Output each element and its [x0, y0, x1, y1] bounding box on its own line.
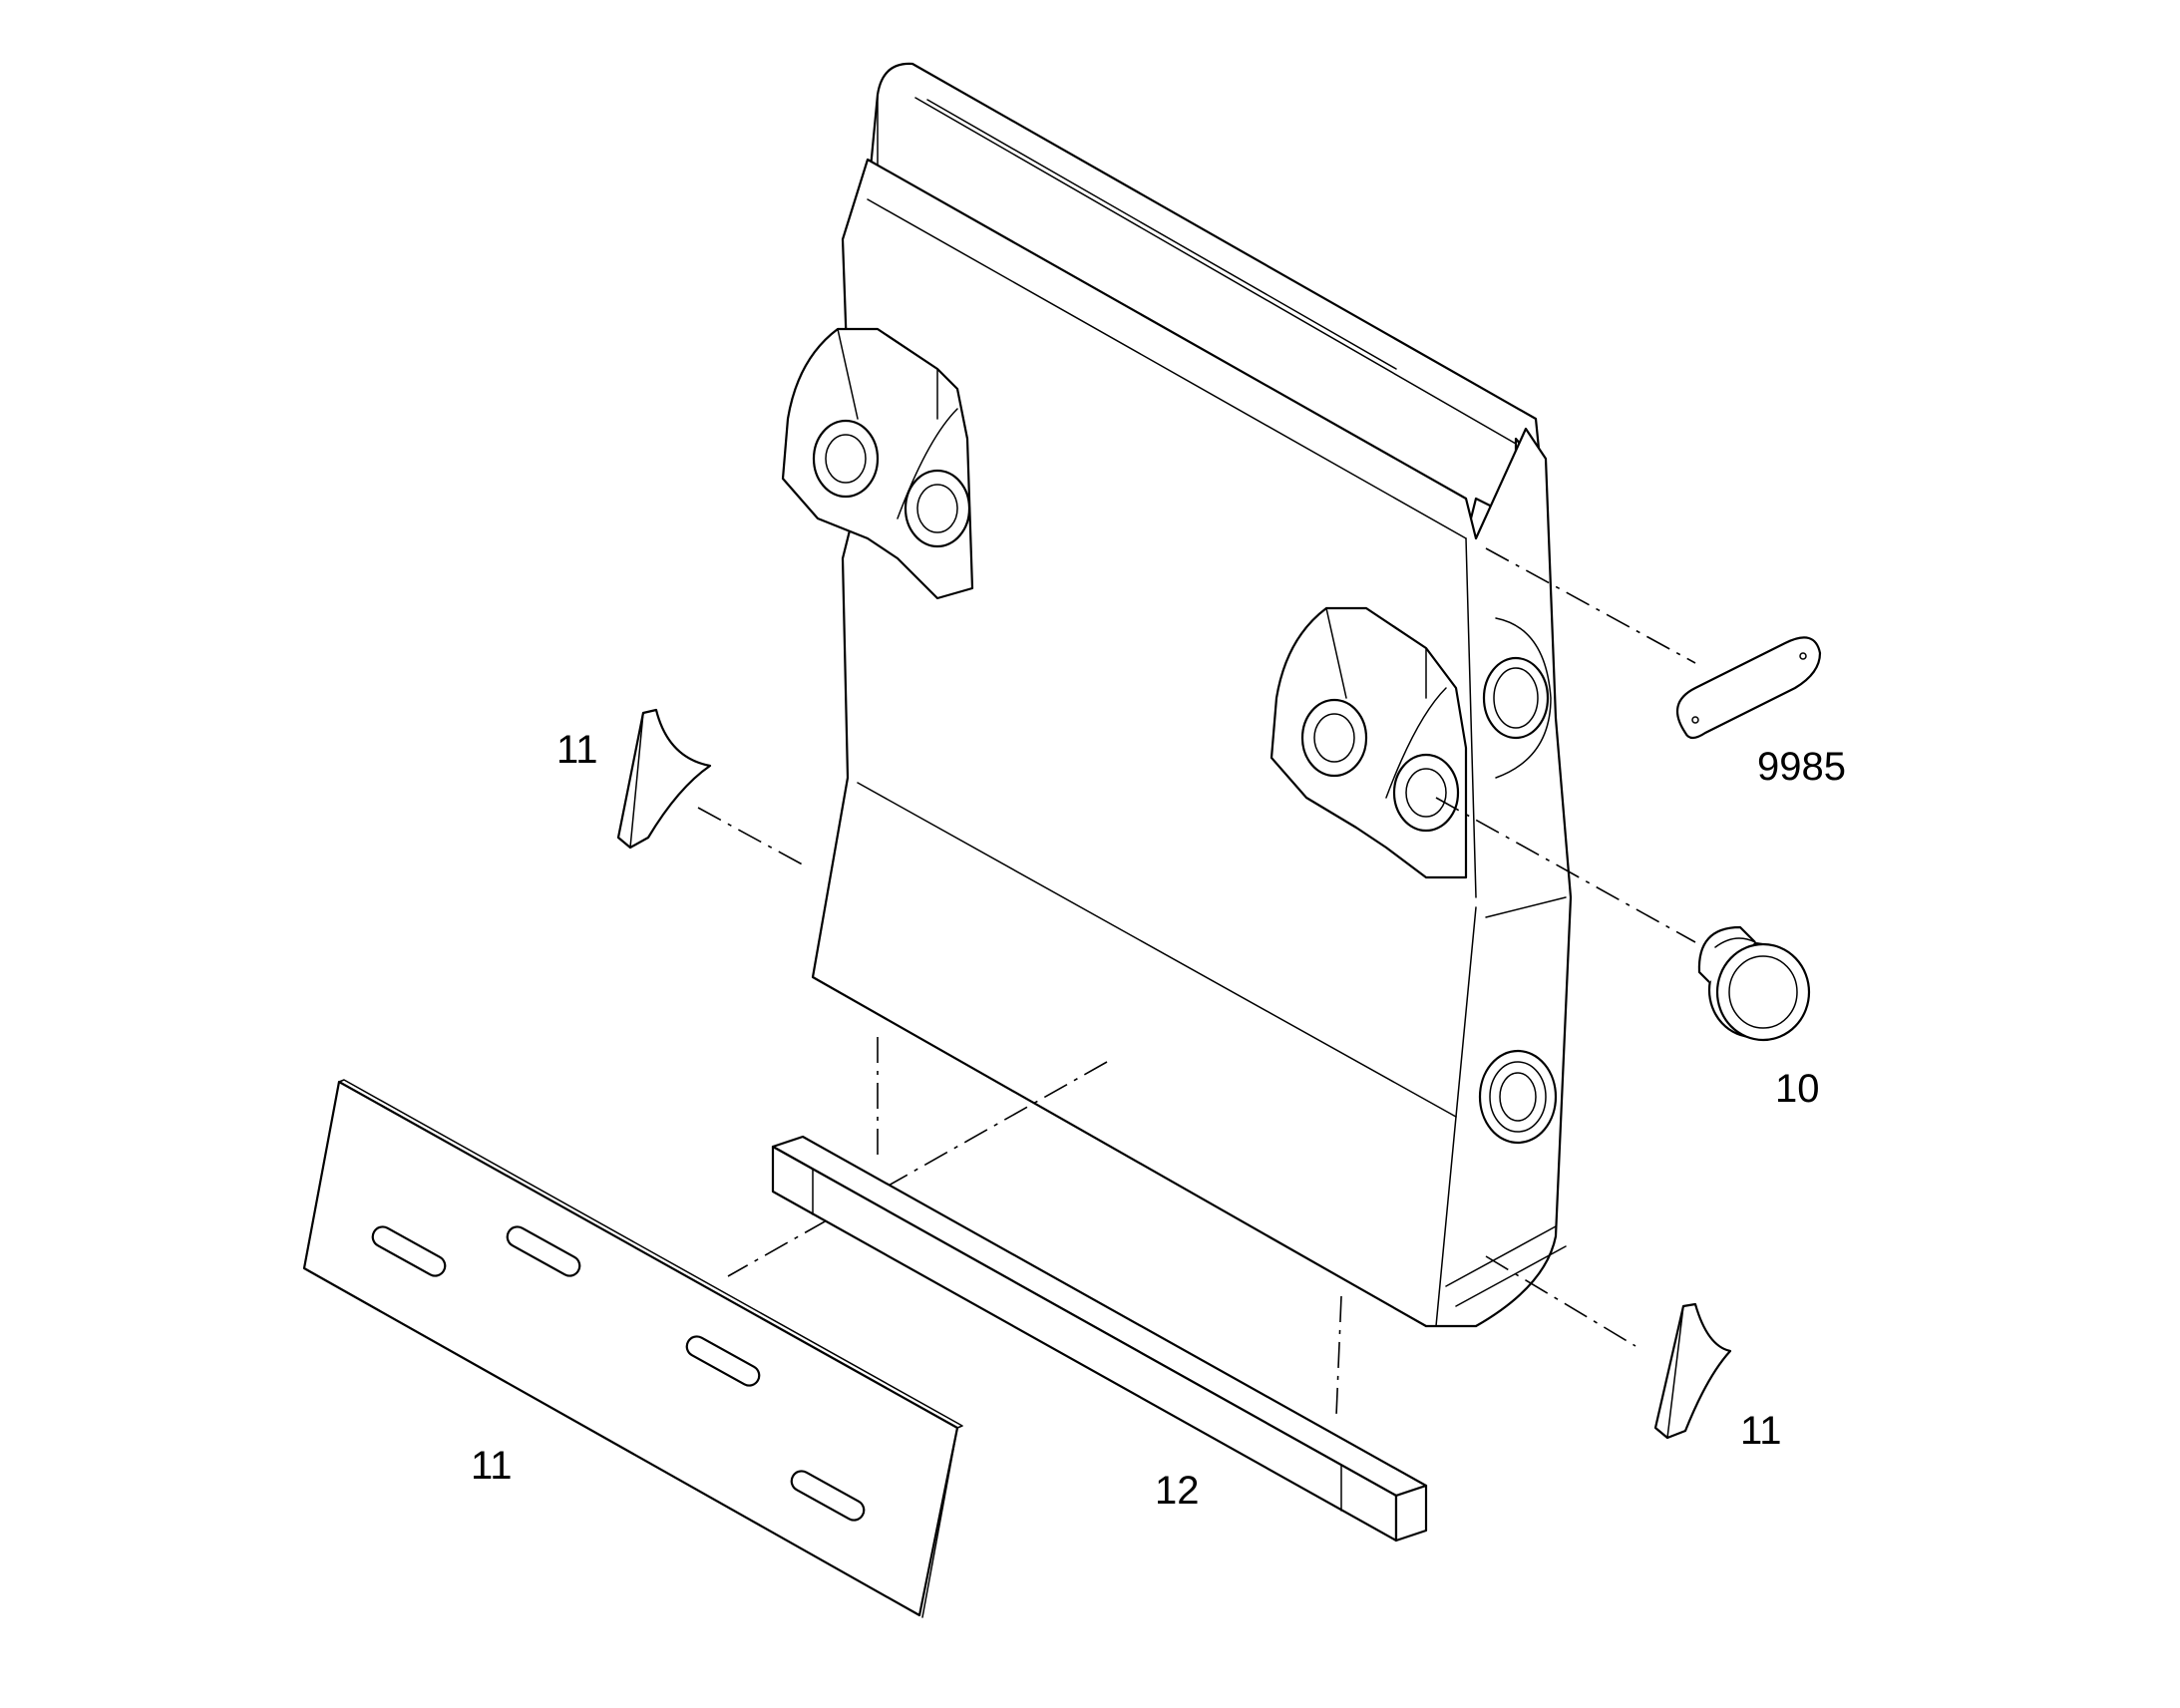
- part-10-bushing: [1697, 925, 1811, 1042]
- callout-labels: 11 9985 10 11 11 12: [471, 728, 1846, 1513]
- part-11-wedge-right: [1653, 1302, 1732, 1440]
- coupler-frame: [811, 62, 1573, 1328]
- label-part-12: 12: [1155, 1469, 1200, 1513]
- hook-bracket-lower: [1270, 606, 1468, 879]
- label-part-11-plate: 11: [471, 1444, 513, 1488]
- assembly-lines: [697, 547, 1696, 1417]
- part-9985-oval-plate: [1675, 636, 1822, 740]
- label-part-11-top-left: 11: [556, 728, 598, 772]
- hook-bracket-upper: [781, 327, 974, 600]
- label-part-9985: 9985: [1757, 745, 1846, 789]
- part-11-slotted-plate: [302, 1079, 963, 1618]
- part-11-wedge-left: [616, 708, 712, 850]
- label-part-10: 10: [1775, 1067, 1820, 1111]
- label-part-11-bottom-right: 11: [1740, 1409, 1782, 1453]
- part-12-bar: [771, 1135, 1428, 1542]
